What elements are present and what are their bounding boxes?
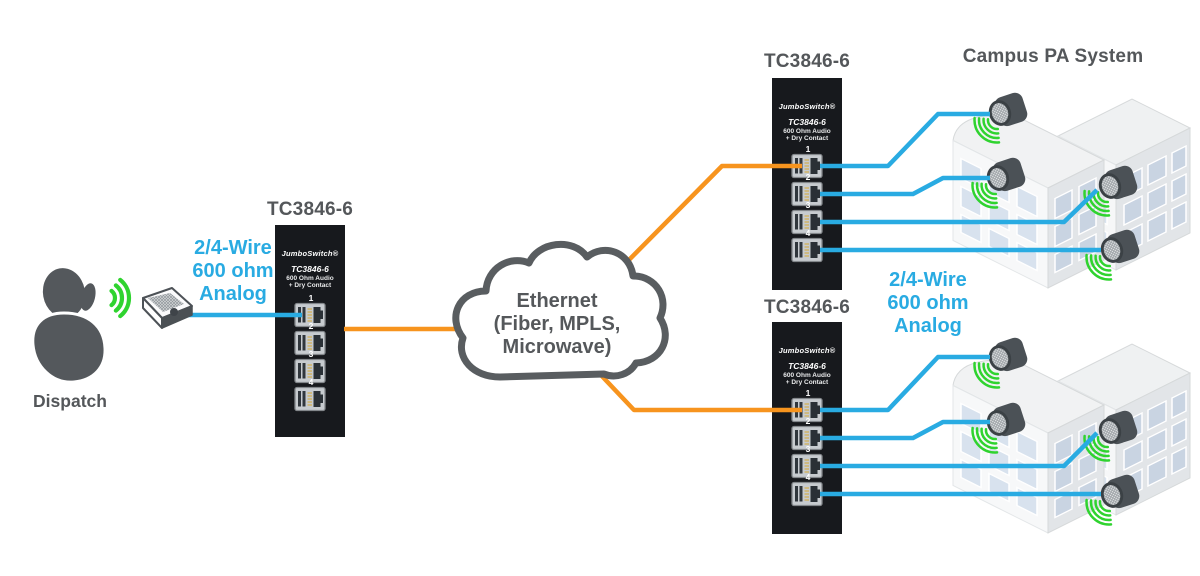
device-brand: JumboSwitch® <box>281 249 339 258</box>
switch-device-top: 1 2 3 4 <box>772 78 842 290</box>
port-number: 1 <box>806 388 811 398</box>
port-number: 3 <box>806 444 811 454</box>
analog-label-right-line2: 600 ohm <box>887 292 969 314</box>
speech-waves-icon <box>109 277 132 319</box>
device-model: TC3846-6 <box>788 117 826 127</box>
analog-lines <box>180 111 1101 497</box>
ethernet-line-top <box>617 163 802 272</box>
dispatch-label: Dispatch <box>33 391 107 411</box>
dispatch-person-icon <box>31 268 107 384</box>
campus-pa-title: Campus PA System <box>962 46 1144 67</box>
port-number: 4 <box>806 228 811 238</box>
analog-label-right-line1: 2/4-Wire <box>889 269 967 291</box>
cloud-icon <box>452 240 669 381</box>
building-icon-top <box>953 91 1190 288</box>
cloud-label-line1: Ethernet <box>516 290 598 312</box>
analog-label-left-line3: Analog <box>199 283 267 305</box>
analog-label-left-line2: 600 ohm <box>192 260 274 282</box>
analog-line-bottom-3 <box>820 431 1099 469</box>
port-number: 1 <box>806 144 811 154</box>
port-number: 1 <box>309 293 314 303</box>
device-brand: JumboSwitch® <box>778 346 836 355</box>
port-number: 2 <box>806 416 811 426</box>
device-desc1: 600 Ohm Audio <box>286 274 334 282</box>
cloud-label-line2: (Fiber, MPLS, <box>493 313 621 335</box>
analog-label-right-line3: Analog <box>894 315 962 337</box>
port-number: 4 <box>309 377 314 387</box>
device-desc1: 600 Ohm Audio <box>783 371 831 379</box>
analog-label-right: 2/4-Wire 600 ohm Analog <box>848 269 1008 338</box>
cloud-label: Ethernet (Fiber, MPLS, Microwave) <box>447 290 667 359</box>
device-title-bottom: TC3846-6 <box>763 297 851 318</box>
port-number: 2 <box>309 321 314 331</box>
device-desc2: + Dry Contact <box>785 134 829 142</box>
analog-line-top-2 <box>820 175 990 197</box>
analog-line-bottom-2 <box>820 419 990 441</box>
device-desc2: + Dry Contact <box>288 281 332 289</box>
device-model: TC3846-6 <box>788 361 826 371</box>
device-desc2: + Dry Contact <box>785 378 829 386</box>
device-title-left: TC3846-6 <box>266 199 354 220</box>
desk-microphone-icon <box>142 287 193 329</box>
port-number: 3 <box>309 349 314 359</box>
analog-line-top-1 <box>820 111 990 169</box>
ethernet-lines <box>344 163 802 413</box>
device-title-top: TC3846-6 <box>763 51 851 72</box>
switch-device-bottom: 1 2 3 4 <box>772 322 842 534</box>
device-desc1: 600 Ohm Audio <box>783 127 831 135</box>
switch-device-left: 1 2 3 4 <box>275 225 345 437</box>
cloud-label-line3: Microwave) <box>502 336 612 358</box>
analog-line-top-3 <box>820 188 1099 225</box>
port-number: 3 <box>806 200 811 210</box>
port-number: 2 <box>806 172 811 182</box>
analog-label-left-line1: 2/4-Wire <box>194 237 272 259</box>
device-brand: JumboSwitch® <box>778 102 836 111</box>
device-model: TC3846-6 <box>291 264 329 274</box>
analog-label-left: 2/4-Wire 600 ohm Analog <box>153 237 313 306</box>
building-icon-bottom <box>953 336 1190 533</box>
port-number: 4 <box>806 472 811 482</box>
analog-line-bottom-1 <box>820 354 990 413</box>
ethernet-line-bottom <box>597 371 802 413</box>
